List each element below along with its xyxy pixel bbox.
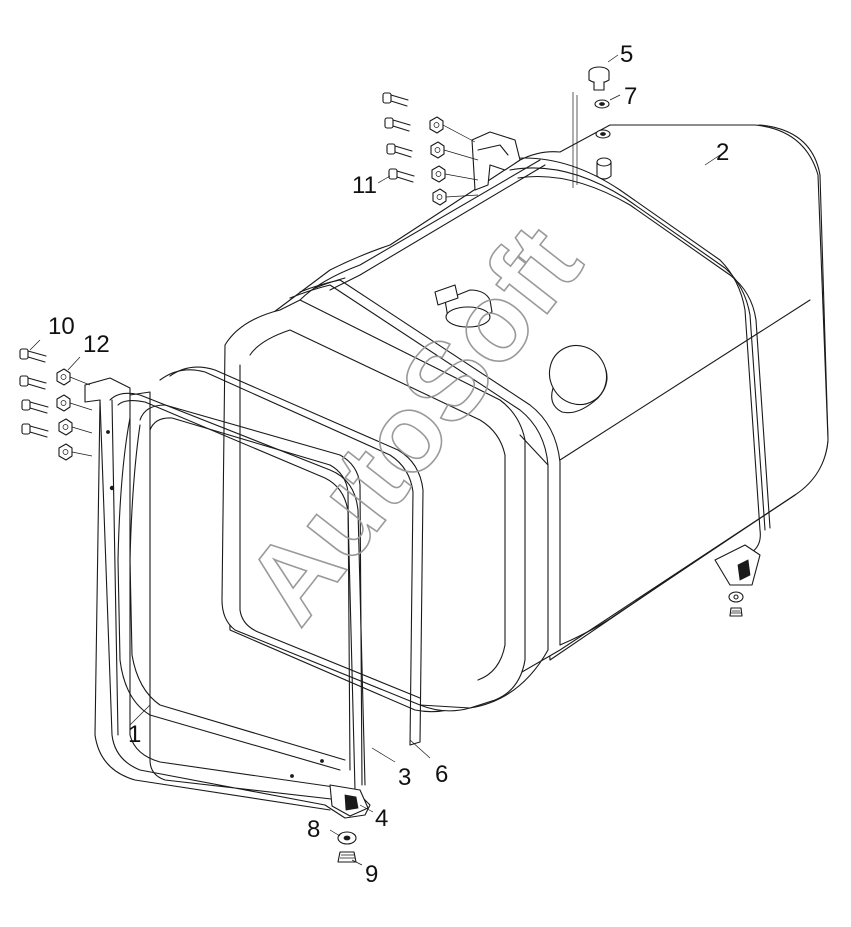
bolt bbox=[19, 375, 47, 390]
callout-1: 1 bbox=[128, 721, 141, 748]
callout-12: 12 bbox=[83, 331, 110, 358]
bolts-rear bbox=[382, 92, 415, 183]
callout-2: 2 bbox=[716, 139, 729, 166]
leader-lines bbox=[29, 54, 721, 866]
rear-bracket-bottom bbox=[714, 544, 761, 617]
nuts-rear bbox=[429, 116, 479, 206]
callout-3: 3 bbox=[398, 764, 411, 791]
strap-6 bbox=[159, 366, 424, 746]
bolt bbox=[21, 423, 49, 438]
bolt bbox=[382, 92, 409, 107]
tank-body bbox=[221, 92, 829, 713]
bolt bbox=[21, 399, 49, 414]
bolt bbox=[19, 348, 47, 363]
drain-plug-5 bbox=[588, 66, 610, 91]
callout-5: 5 bbox=[620, 41, 633, 68]
callout-9: 9 bbox=[365, 861, 378, 888]
washer-7 bbox=[594, 99, 611, 139]
callout-7: 7 bbox=[624, 83, 637, 110]
bolt bbox=[386, 143, 413, 158]
level-sender bbox=[434, 284, 493, 328]
washer-8 bbox=[337, 831, 357, 845]
rear-bracket-top bbox=[471, 131, 521, 191]
callout-6: 6 bbox=[435, 761, 448, 788]
callout-10: 10 bbox=[48, 313, 75, 340]
front-bracket bbox=[84, 377, 371, 819]
drain-boss bbox=[596, 157, 612, 180]
bolts-front bbox=[19, 348, 49, 438]
strap-3 bbox=[109, 392, 366, 791]
nuts-front bbox=[56, 368, 93, 461]
bolt bbox=[388, 168, 415, 183]
callout-11: 11 bbox=[352, 172, 377, 199]
front-bracket-bottom bbox=[329, 784, 369, 817]
callout-8: 8 bbox=[307, 816, 320, 843]
filler-cap bbox=[548, 344, 608, 414]
callout-4: 4 bbox=[375, 805, 388, 832]
bolt bbox=[384, 117, 411, 132]
nut-9 bbox=[337, 851, 357, 863]
